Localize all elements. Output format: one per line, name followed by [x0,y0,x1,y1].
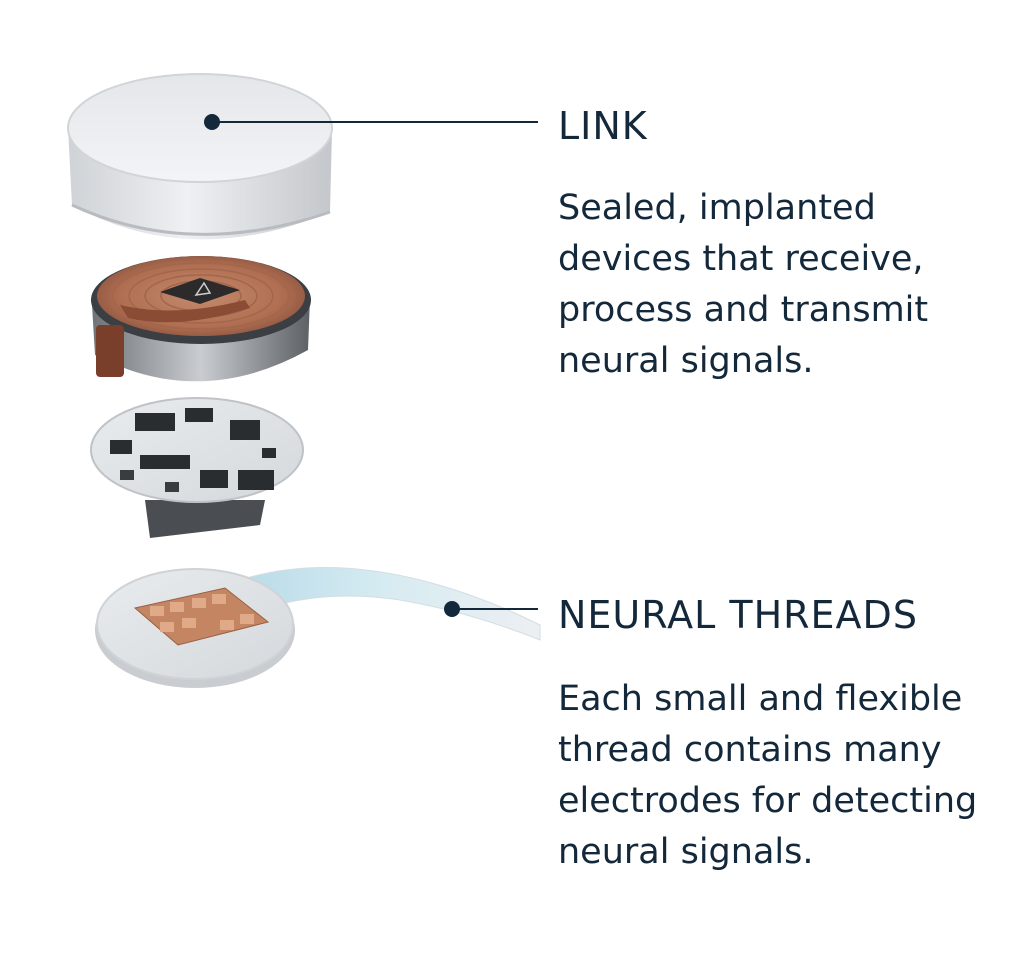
link-title: LINK [558,107,648,145]
link-description-line: devices that receive, [558,234,998,285]
neural-threads-assembly [95,568,540,689]
copper-coil-battery [91,256,311,381]
link-description-line: neural signals. [558,336,998,387]
link-description: Sealed, implanted devices that receive, … [558,183,998,387]
link-enclosure-cap [68,74,332,239]
neural-threads-description-line: thread contains many [558,725,998,776]
neural-threads-title: NEURAL THREADS [558,596,918,634]
neural-threads-description-line: neural signals. [558,827,998,878]
link-description-line: process and transmit [558,285,998,336]
circuit-board [91,398,303,538]
neural-threads-description-line: Each small and flexible [558,674,998,725]
neural-threads-description: Each small and flexible thread contains … [558,674,998,878]
neural-threads-description-line: electrodes for detecting [558,776,998,827]
link-description-line: Sealed, implanted [558,183,998,234]
